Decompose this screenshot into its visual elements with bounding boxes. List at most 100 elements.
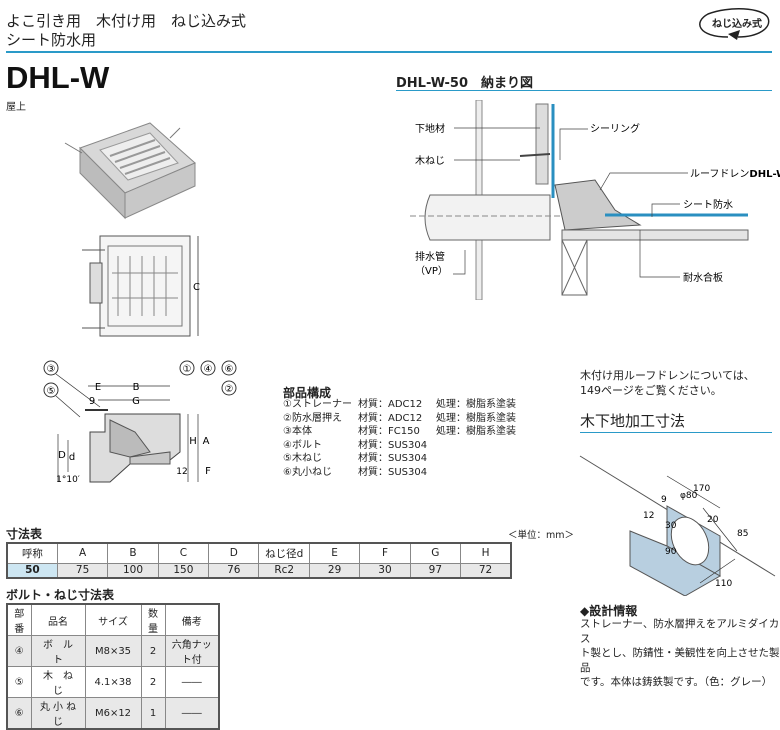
header-cell: H <box>460 542 512 564</box>
header-cell: G <box>409 542 462 564</box>
design-info-title: ◆設計情報 <box>580 602 637 619</box>
dim-e-label: E <box>95 382 101 393</box>
cell: ―― <box>164 666 220 698</box>
dim-9: 9 <box>661 495 667 505</box>
installation-drawing: 下地材 木ねじ 排水管 （VP） シーリング ルーフドレンDHL-W シート防水… <box>410 100 780 300</box>
cell: 2 <box>140 666 166 698</box>
part-material: 材質：FC150 <box>358 426 420 437</box>
header-cell: 備考 <box>164 603 220 636</box>
callout-5: ⑤ <box>47 386 56 397</box>
parts-item: ④ボルト 材質：SUS304 <box>283 439 516 453</box>
dim-d-upper-label: D <box>58 450 66 461</box>
header-cell: D <box>208 542 260 564</box>
dim-b-label: B <box>133 382 140 393</box>
part-name: ④ボルト <box>283 439 322 451</box>
part-treatment: 処理：樹脂系塗装 <box>436 399 516 410</box>
header-cell: B <box>107 542 159 564</box>
wood-base-title: 木下地加工寸法 <box>580 412 686 430</box>
dim-170: 170 <box>693 484 710 494</box>
dim-table-title: 寸法表 <box>6 527 43 541</box>
callout-4: ④ <box>204 364 213 375</box>
design-info-text: ストレーナー、防水層押えをアルミダイカス ト製とし、防錆性・美観性を向上させた製… <box>580 617 780 690</box>
cell: 97 <box>409 562 462 579</box>
callout-3: ③ <box>47 364 56 375</box>
dim-phi80: φ80 <box>680 491 698 501</box>
design-info-title-text: ◆設計情報 <box>580 604 638 618</box>
parts-item: ③本体 材質：FC150 処理：樹脂系塗装 <box>283 425 516 439</box>
installation-divider <box>396 90 772 91</box>
dim-a-label: A <box>203 436 210 447</box>
cell: ―― <box>164 697 220 730</box>
callout-2: ② <box>225 384 234 395</box>
part-name: ③本体 <box>283 426 312 437</box>
category-line-1: よこ引き用 木付け用 ねじ込み式 <box>6 12 247 30</box>
wood-base-drawing: 170 φ80 9 12 30 20 90 85 110 <box>579 455 776 596</box>
cell: Rc2 <box>258 562 310 579</box>
header-cell: サイズ <box>84 603 142 636</box>
installation-title: DHL-W-50 納まり図 <box>396 72 533 91</box>
header-cell: E <box>308 542 361 564</box>
plan-view-drawing: C <box>82 235 200 337</box>
section-drawing: ③ ⑤ ① ④ ⑥ ② E B 9 G H A F 12 D d 1°10′ <box>43 360 237 485</box>
dim-g-label: G <box>132 396 140 407</box>
label-drain: ルーフドレンDHL-W <box>690 169 780 180</box>
location-label: 屋上 <box>6 102 26 113</box>
cell: ⑥ <box>6 697 32 730</box>
screw-in-badge: ねじ込み式 <box>688 4 776 44</box>
dim-12: 12 <box>643 511 654 521</box>
dim-110: 110 <box>715 579 732 589</box>
part-name: ⑥丸小ねじ <box>283 466 332 478</box>
design-info-line: です。本体は鋳鉄製です。（色：グレー） <box>580 676 773 688</box>
dim-angle-label: 1°10′ <box>56 475 80 485</box>
bolt-table-title: ボルト・ねじ寸法表 <box>6 588 115 602</box>
cell: 50 <box>6 562 58 579</box>
part-material: 材質：SUS304 <box>358 439 428 451</box>
reference-line-1: 木付け用ルーフドレンについては、 <box>580 369 755 382</box>
rotate-arrow-icon <box>699 8 770 40</box>
table-header-row: 部番品名サイズ数量備考 <box>6 603 220 636</box>
cell: 1 <box>140 697 166 730</box>
header-cell: C <box>157 542 210 564</box>
part-name: ②防水層押え <box>283 412 342 424</box>
parts-item: ⑤木ねじ材質：SUS304 <box>283 452 516 466</box>
cell: 木 ね じ <box>30 666 86 698</box>
cell: 100 <box>107 562 159 579</box>
dim-9-label: 9 <box>89 396 95 407</box>
dim-h-label: H <box>189 436 197 447</box>
badge-label: ねじ込み式 <box>712 19 762 30</box>
cell: 75 <box>56 562 109 579</box>
label-drain-model: DHL-W <box>749 169 780 180</box>
dim-20: 20 <box>707 515 719 525</box>
category-line-2: シート防水用 <box>6 31 97 49</box>
header-cell: F <box>359 542 411 564</box>
dim-30: 30 <box>665 521 677 531</box>
dim-f-label: F <box>205 466 211 477</box>
cell: 150 <box>157 562 210 579</box>
cell: 76 <box>208 562 260 579</box>
cell: ④ <box>6 635 32 667</box>
dim-90: 90 <box>665 547 677 557</box>
label-pipe: 排水管 <box>415 250 445 263</box>
header-cell: A <box>56 542 109 564</box>
label-sheet: シート防水 <box>683 198 733 211</box>
cell: M6×12 <box>84 697 142 730</box>
header-cell: 品名 <box>30 603 86 636</box>
callout-1: ① <box>183 364 192 375</box>
part-treatment: 処理：樹脂系塗装 <box>436 412 516 424</box>
reference-line-2: 149ページをご覧ください。 <box>580 384 722 397</box>
part-material: 材質：SUS304 <box>358 466 428 478</box>
header-cell: 部番 <box>6 603 32 636</box>
part-treatment: 処理：樹脂系塗装 <box>436 426 516 437</box>
cell: 丸 小 ね じ <box>30 697 86 730</box>
header-cell: 呼称 <box>6 542 58 564</box>
installation-title-text: DHL-W-50 納まり図 <box>396 76 534 91</box>
header-cell: 数量 <box>140 603 166 636</box>
